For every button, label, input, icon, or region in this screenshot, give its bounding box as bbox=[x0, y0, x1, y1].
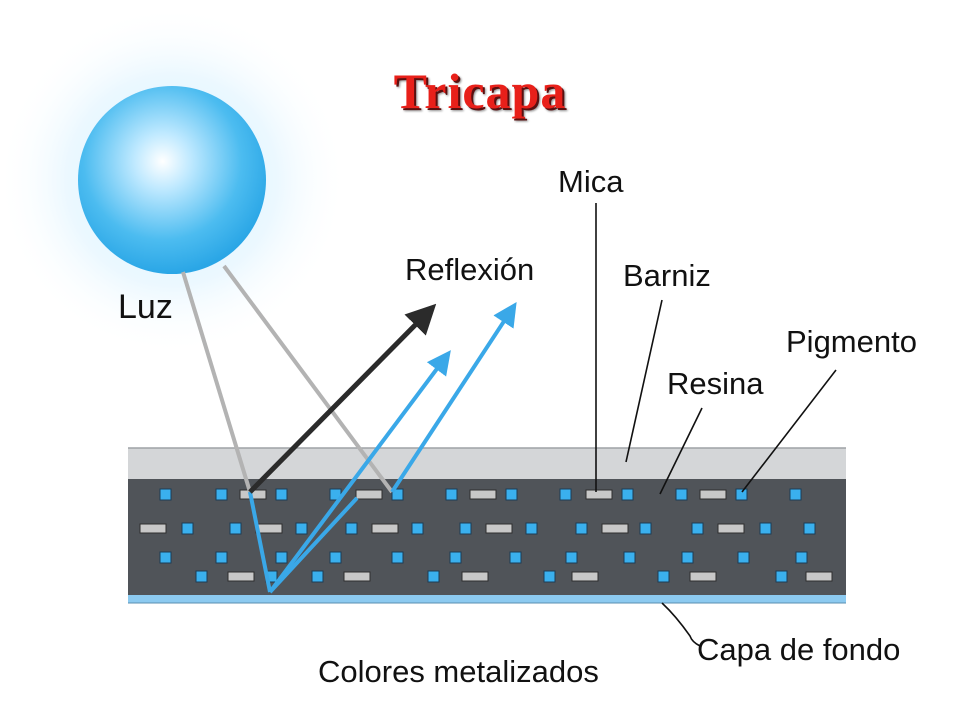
clearcoat-layer bbox=[128, 448, 846, 480]
pigment-square-icon bbox=[275, 488, 288, 501]
pigment-square-icon bbox=[789, 488, 802, 501]
pigment-square-icon bbox=[775, 570, 788, 583]
incident-ray-through bbox=[248, 491, 272, 593]
pigment-square-icon bbox=[525, 522, 538, 535]
pigment-square-icon bbox=[505, 488, 518, 501]
pigment-square-icon bbox=[275, 551, 288, 564]
pigment-square-icon bbox=[159, 488, 172, 501]
pigment-square-icon bbox=[311, 570, 324, 583]
pigment-square-icon bbox=[329, 551, 342, 564]
mica-label: Mica bbox=[558, 164, 624, 199]
pigment-square-icon bbox=[445, 488, 458, 501]
pigment-square-icon bbox=[229, 522, 242, 535]
reflection-label: Reflexión bbox=[405, 252, 535, 287]
mica-flake-icon bbox=[139, 523, 167, 534]
mica-flake-icon bbox=[805, 571, 833, 582]
pigment-square-icon bbox=[345, 522, 358, 535]
resin-leader bbox=[659, 407, 703, 495]
pigment-square-icon bbox=[803, 522, 816, 535]
pigment-square-icon bbox=[459, 522, 472, 535]
clearcoat-leader bbox=[625, 299, 663, 463]
pigment-square-icon bbox=[737, 551, 750, 564]
mica-flake-icon bbox=[371, 523, 399, 534]
pigment-square-icon bbox=[681, 551, 694, 564]
mica-flake-icon bbox=[227, 571, 255, 582]
basecoat-leader bbox=[661, 602, 701, 647]
mica-flake-icon bbox=[485, 523, 513, 534]
pigment-square-icon bbox=[215, 551, 228, 564]
pigment-label: Pigmento bbox=[786, 324, 917, 359]
pigment-square-icon bbox=[759, 522, 772, 535]
basecoat-label: Capa de fondo bbox=[697, 632, 901, 667]
caption-label: Colores metalizados bbox=[318, 654, 599, 689]
pigment-square-icon bbox=[509, 551, 522, 564]
pigment-square-icon bbox=[427, 570, 440, 583]
mica-flake-icon bbox=[469, 489, 497, 500]
mica-flake-icon bbox=[355, 489, 383, 500]
reflection-arrow-blue-outer bbox=[390, 301, 517, 494]
mica-flake-icon bbox=[461, 571, 489, 582]
refraction-ray bbox=[268, 496, 359, 594]
pigment-square-icon bbox=[195, 570, 208, 583]
mica-flake-icon bbox=[699, 489, 727, 500]
pigment-square-icon bbox=[575, 522, 588, 535]
mica-flake-icon bbox=[571, 571, 599, 582]
pigment-square-icon bbox=[565, 551, 578, 564]
mica-flake-icon bbox=[585, 489, 613, 500]
pigment-square-icon bbox=[543, 570, 556, 583]
pigment-square-icon bbox=[675, 488, 688, 501]
pigment-square-icon bbox=[449, 551, 462, 564]
mica-flake-icon bbox=[689, 571, 717, 582]
light-sphere-icon bbox=[78, 86, 266, 274]
clearcoat-label: Barniz bbox=[623, 258, 711, 293]
particle-group bbox=[139, 488, 833, 583]
mica-flake-icon bbox=[717, 523, 745, 534]
pigment-square-icon bbox=[623, 551, 636, 564]
page-title: Tricapa bbox=[393, 63, 567, 119]
pigment-square-icon bbox=[215, 488, 228, 501]
pigment-square-icon bbox=[391, 488, 404, 501]
mica-flake-icon bbox=[343, 571, 371, 582]
light-label: Luz bbox=[118, 288, 173, 326]
mica-flake-icon bbox=[601, 523, 629, 534]
pigment-leader bbox=[741, 369, 837, 493]
pigment-square-icon bbox=[181, 522, 194, 535]
pigment-square-icon bbox=[391, 551, 404, 564]
reflection-arrow-blue-inner bbox=[268, 350, 451, 594]
pigment-square-icon bbox=[159, 551, 172, 564]
pigment-square-icon bbox=[411, 522, 424, 535]
reflection-arrow-dark bbox=[248, 303, 437, 494]
pigment-square-icon bbox=[621, 488, 634, 501]
pigment-square-icon bbox=[735, 488, 748, 501]
pigment-square-icon bbox=[559, 488, 572, 501]
pigment-square-icon bbox=[295, 522, 308, 535]
incident-ray-left bbox=[181, 271, 252, 493]
incident-ray-right bbox=[222, 264, 394, 494]
basecoat-layer bbox=[128, 595, 846, 603]
pigment-square-icon bbox=[795, 551, 808, 564]
resin-label: Resina bbox=[667, 366, 764, 401]
pigment-square-icon bbox=[639, 522, 652, 535]
pigment-square-icon bbox=[691, 522, 704, 535]
pigment-square-icon bbox=[657, 570, 670, 583]
